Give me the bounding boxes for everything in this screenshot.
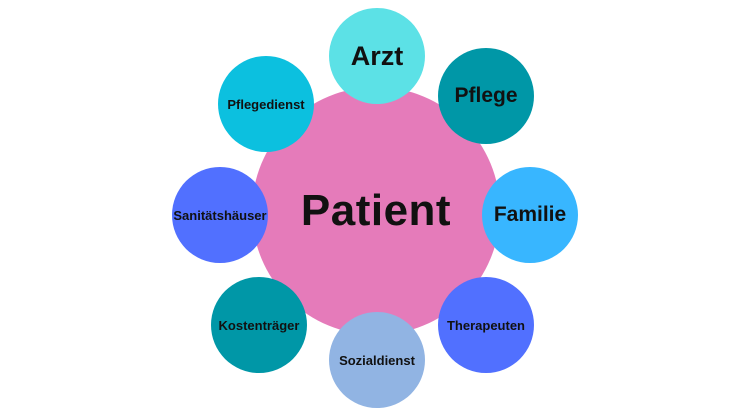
familie-circle: Familie — [482, 167, 578, 263]
pflegedienst-circle: Pflegedienst — [218, 56, 314, 152]
arzt-label: Arzt — [350, 40, 404, 71]
sozialdienst-label: Sozialdienst — [339, 352, 415, 368]
sanitaetshaeuser-label: Sanitätshäuser — [173, 207, 267, 223]
therapeuten-label: Therapeuten — [446, 317, 525, 333]
familie-label: Familie — [493, 203, 567, 226]
patient-label: Patient — [300, 186, 452, 235]
pflegedienst-label: Pflegedienst — [227, 96, 305, 112]
pflege-circle: Pflege — [438, 48, 534, 144]
sozialdienst-circle: Sozialdienst — [329, 312, 425, 408]
kostentraeger-circle: Kostenträger — [211, 277, 307, 373]
sanitaetshaeuser-circle: Sanitätshäuser — [172, 167, 268, 263]
therapeuten-circle: Therapeuten — [438, 277, 534, 373]
pflege-label: Pflege — [454, 84, 518, 107]
kostentraeger-label: Kostenträger — [218, 317, 300, 333]
arzt-circle: Arzt — [329, 8, 425, 104]
